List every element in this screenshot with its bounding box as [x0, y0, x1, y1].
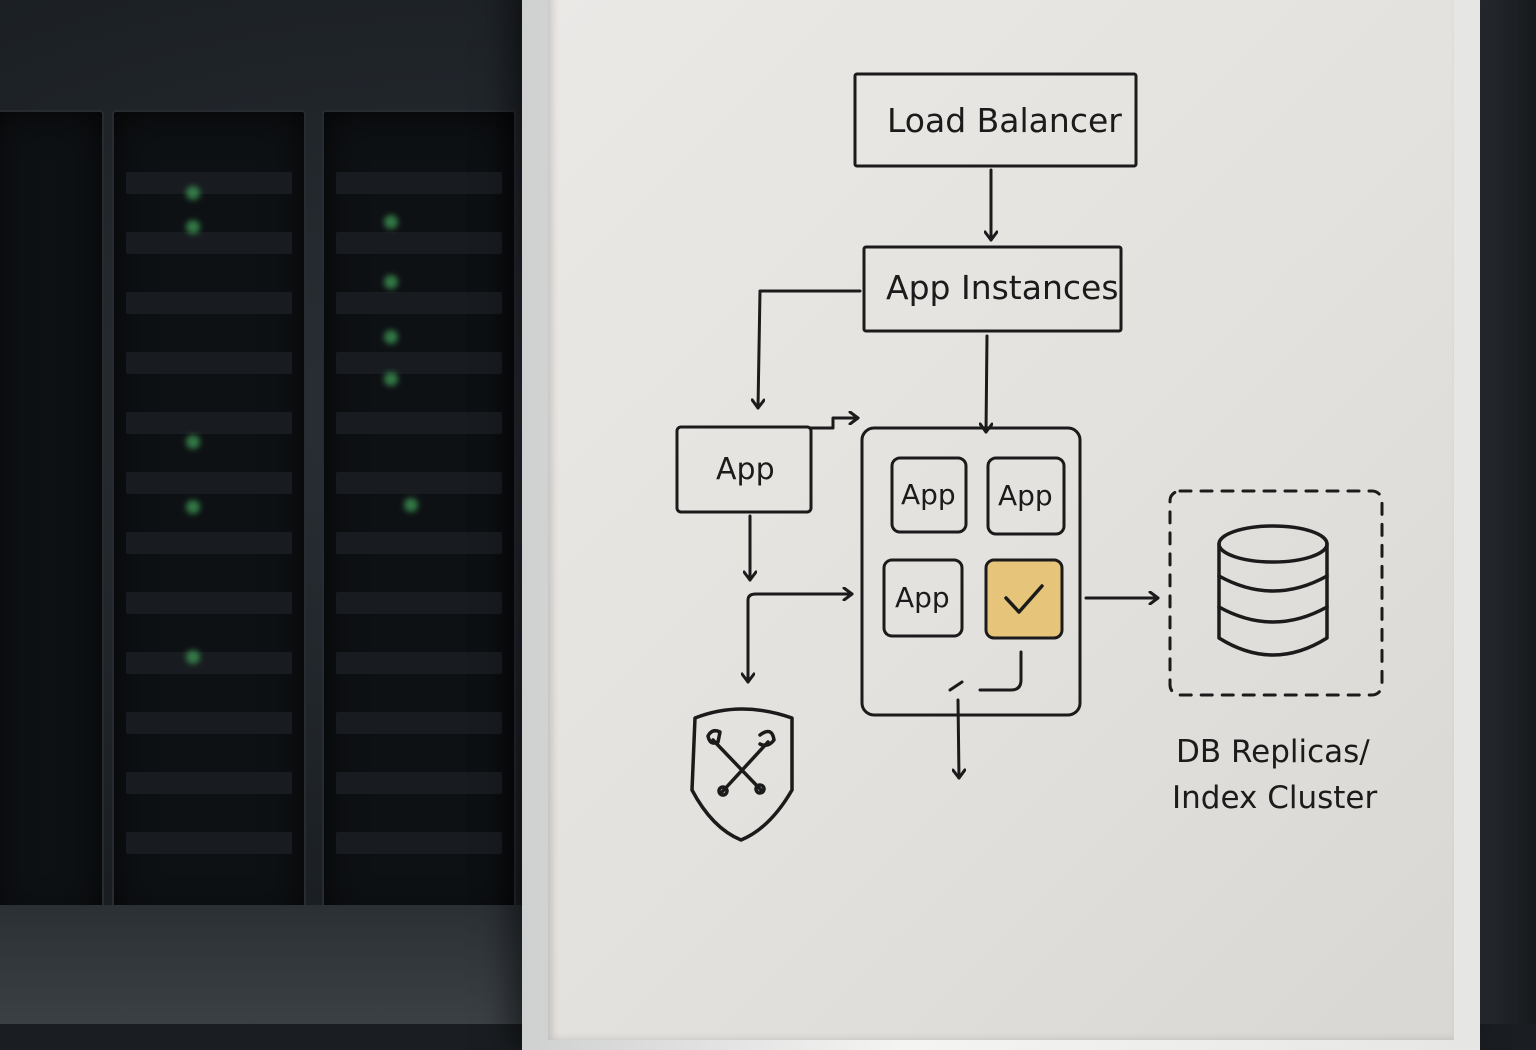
app-instances-label: App Instances	[886, 268, 1119, 307]
cluster-app-label: App	[895, 581, 950, 614]
status-led	[186, 220, 200, 234]
server-rack	[0, 110, 104, 924]
app-label: App	[716, 452, 775, 487]
arrow-instances-to-app	[758, 289, 862, 410]
db-cluster-box	[1168, 489, 1384, 697]
checkmark-icon	[1004, 584, 1044, 614]
background-right	[1470, 0, 1536, 1024]
arrow-instances-to-cluster	[986, 334, 987, 434]
shield-tools-icon	[690, 707, 794, 842]
status-led	[186, 435, 200, 449]
status-led	[384, 215, 398, 229]
server-rack	[322, 110, 516, 924]
server-rack	[112, 110, 306, 924]
status-led	[384, 372, 398, 386]
status-led	[384, 330, 398, 344]
status-led	[186, 186, 200, 200]
arrow-healthy-loop	[978, 650, 1023, 692]
db-caption-line1: DB Replicas/	[1176, 734, 1370, 770]
app-instances-box	[862, 245, 1123, 333]
cluster-app-box	[890, 456, 968, 534]
db-caption-line2: Index Cluster	[1172, 780, 1378, 816]
architecture-diagram	[675, 72, 1384, 842]
cluster-app-label: App	[998, 479, 1053, 512]
arrow-app-to-cluster	[809, 418, 860, 430]
status-led	[404, 498, 418, 512]
cluster-app-box	[986, 456, 1066, 536]
load-balancer-label: Load Balancer	[887, 101, 1122, 140]
healthy-instance-box	[984, 558, 1064, 640]
load-balancer-box	[853, 72, 1138, 168]
status-led	[384, 275, 398, 289]
floor	[0, 905, 560, 1024]
app-box	[675, 425, 813, 514]
status-led	[186, 650, 200, 664]
cluster-app-label: App	[901, 478, 956, 511]
cluster-app-box	[882, 558, 964, 638]
arrow-cluster-out	[958, 698, 959, 780]
whiteboard	[548, 0, 1454, 1040]
arrow-branch-to-cluster	[746, 594, 854, 682]
cluster-container	[860, 426, 1082, 717]
database-icon	[1217, 524, 1329, 657]
status-led	[186, 500, 200, 514]
